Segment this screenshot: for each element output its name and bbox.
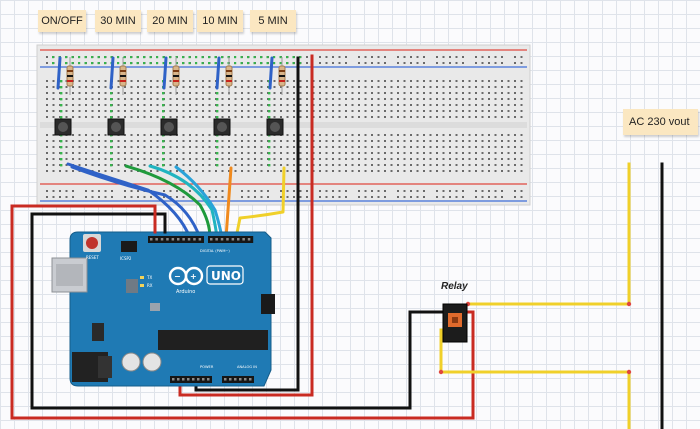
wire-red-relay	[10, 204, 475, 420]
label-on-off: ON/OFF	[38, 10, 86, 32]
push-button	[54, 118, 72, 136]
power-wires	[10, 54, 475, 420]
pin-headers	[148, 236, 254, 383]
signal-wires	[66, 162, 286, 240]
tx-label: TX	[146, 275, 152, 280]
push-button-group	[54, 56, 286, 136]
resistor	[225, 57, 233, 95]
relay-module	[442, 303, 468, 343]
arduino-uno-board: RESET ICSP2 TX RX − + Arduino UNO DIGIT	[51, 231, 275, 387]
jumper-wire-blue	[215, 56, 221, 90]
capacitor-1	[121, 352, 141, 372]
label-30-min: 30 MIN	[95, 10, 141, 32]
atmega-chip	[158, 330, 268, 350]
wire-black-gnd	[194, 56, 300, 392]
push-button	[213, 118, 231, 136]
label-ac-supply: AC 230 vout	[623, 109, 698, 135]
jumper-wire-blue	[109, 56, 115, 90]
digital-label: DIGITAL (PWM~)	[200, 249, 230, 253]
wire-yellow-button	[234, 166, 286, 240]
jumper-wire-blue	[268, 56, 274, 90]
wire-yellow-ac-out	[439, 328, 631, 429]
wire-blue-1	[70, 165, 202, 240]
icsp2-label: ICSP2	[120, 256, 132, 261]
wire-teal	[148, 164, 219, 240]
push-button	[160, 118, 178, 136]
resistor	[172, 57, 180, 95]
capacitor-2	[142, 352, 162, 372]
resistor	[66, 57, 74, 95]
icsp-header	[261, 294, 275, 314]
rx-label: RX	[147, 283, 153, 288]
wire-red-5v	[178, 54, 314, 397]
label-10-min: 10 MIN	[197, 10, 243, 32]
svg-text:−: −	[174, 272, 181, 281]
label-5-min: 5 MIN	[250, 10, 296, 32]
reset-label: RESET	[86, 255, 99, 260]
wire-green	[124, 164, 212, 240]
icsp2-header	[121, 241, 137, 252]
svg-text:+: +	[190, 272, 197, 281]
resistor	[119, 57, 127, 95]
label-20-min: 20 MIN	[147, 10, 193, 32]
relay-label: Relay	[441, 281, 468, 292]
wire-cyan	[174, 165, 224, 240]
push-button	[266, 118, 284, 136]
arduino-brand-text: Arduino	[176, 289, 195, 295]
board-model-text: UNO	[211, 269, 241, 283]
jumper-wire-blue	[162, 56, 168, 90]
resistor	[278, 57, 286, 95]
arduino-logo: − +	[168, 266, 204, 286]
analog-label: ANALOG IN	[237, 365, 257, 369]
jumper-wire-blue	[56, 56, 62, 90]
wire-orange	[224, 166, 233, 240]
push-button	[107, 118, 125, 136]
power-label: POWER	[200, 365, 214, 369]
wire-black-relay	[30, 212, 445, 410]
wire-blue-2	[66, 162, 192, 240]
